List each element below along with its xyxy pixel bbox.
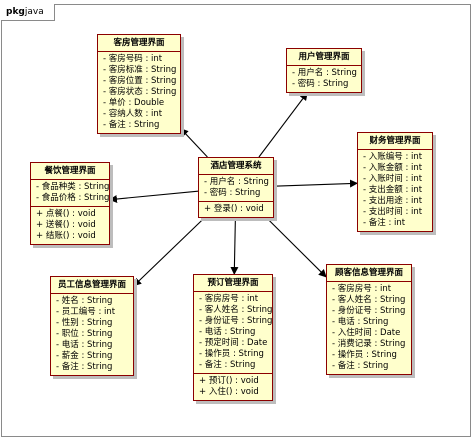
class-name: 餐饮管理界面	[31, 163, 109, 180]
class-box-hotel-system: 酒店管理系统- 用户名 : String- 密码 : String+ 登录() …	[198, 157, 274, 218]
class-attributes: - 入账编号 : int- 入账金额 : int- 入账时间 : int- 支出…	[358, 150, 432, 231]
class-attribute: - 电话 : String	[199, 327, 256, 337]
class-operation: + 结账() : void	[36, 231, 96, 241]
class-attribute: - 密码 : String	[204, 188, 261, 198]
class-attribute: - 支出金额 : int	[363, 185, 423, 195]
class-attributes: - 食品种类 : String- 食品价格 : String	[31, 180, 109, 206]
class-box-guest-ui: 顾客信息管理界面- 客房房号 : int- 客人姓名 : String- 身份证…	[326, 264, 412, 375]
class-box-catering-ui: 餐饮管理界面- 食品种类 : String- 食品价格 : String+ 点餐…	[30, 162, 110, 245]
class-attribute: - 用户名 : String	[292, 68, 357, 78]
class-attribute: - 电话 : String	[56, 340, 113, 350]
class-attribute: - 客房房号 : int	[199, 294, 259, 304]
class-operation: + 点餐() : void	[36, 209, 96, 219]
class-operations: + 登录() : void	[199, 201, 273, 217]
class-attribute: - 操作员 : String	[199, 349, 264, 359]
class-attribute: - 预定时间 : Date	[199, 338, 268, 348]
class-operation: + 入住() : void	[199, 387, 259, 397]
class-attribute: - 备注 : String	[103, 120, 160, 130]
class-attribute: - 用户名 : String	[204, 177, 269, 187]
class-name: 财务管理界面	[358, 133, 432, 150]
class-attribute: - 薪金 : String	[56, 351, 113, 361]
class-attribute: - 支出用途 : int	[363, 196, 423, 206]
class-operation: + 登录() : void	[204, 204, 264, 214]
class-attribute: - 备注 : String	[332, 361, 389, 371]
class-attribute: - 身份证号 : String	[199, 316, 273, 326]
class-box-room-ui: 客房管理界面- 客房号码 : int- 客房标准 : String- 客房位置 …	[97, 34, 181, 134]
package-name: java	[24, 7, 44, 17]
package-frame	[1, 4, 471, 437]
class-attribute: - 容纳人数 : int	[103, 109, 163, 119]
class-attribute: - 备注 : int	[363, 218, 406, 228]
class-attribute: - 备注 : String	[199, 360, 256, 370]
class-box-booking-ui: 预订管理界面- 客房房号 : int- 客人姓名 : String- 身份证号 …	[193, 274, 273, 401]
class-attribute: - 入账编号 : int	[363, 152, 423, 162]
class-operations: + 点餐() : void+ 送餐() : void+ 结账() : void	[31, 206, 109, 244]
class-attribute: - 客房状态 : String	[103, 87, 177, 97]
class-attribute: - 食品价格 : String	[36, 193, 110, 203]
class-attribute: - 食品种类 : String	[36, 182, 110, 192]
class-name: 预订管理界面	[194, 275, 272, 292]
class-attribute: - 客房号码 : int	[103, 54, 163, 64]
class-box-finance-ui: 财务管理界面- 入账编号 : int- 入账金额 : int- 入账时间 : i…	[357, 132, 433, 232]
package-keyword: pkg	[6, 7, 25, 17]
class-name: 用户管理界面	[287, 49, 361, 66]
package-tab: pkgjava	[1, 4, 55, 21]
class-attribute: - 单价 : Double	[103, 98, 165, 108]
class-attribute: - 入住时间 : Date	[332, 328, 401, 338]
class-attributes: - 姓名 : String- 员工编号 : int- 性别 : String- …	[51, 294, 133, 375]
association-arrow-finance-ui	[273, 179, 358, 188]
class-attributes: - 用户名 : String- 密码 : String	[199, 175, 273, 201]
class-attribute: - 客人姓名 : String	[332, 295, 406, 305]
class-attribute: - 客人姓名 : String	[199, 305, 273, 315]
class-attributes: - 用户名 : String- 密码 : String	[287, 66, 361, 92]
class-operation: + 送餐() : void	[36, 220, 96, 230]
class-attribute: - 支出时间 : int	[363, 207, 423, 217]
association-arrow-booking-ui	[230, 217, 239, 275]
class-attribute: - 入账时间 : int	[363, 174, 423, 184]
class-name: 员工信息管理界面	[51, 277, 133, 294]
class-attribute: - 性别 : String	[56, 318, 113, 328]
association-arrow-guest-ui	[266, 217, 327, 278]
class-attribute: - 客房标准 : String	[103, 65, 177, 75]
class-attribute: - 备注 : String	[56, 362, 113, 372]
class-attribute: - 消费记录 : String	[332, 339, 406, 349]
class-attributes: - 客房房号 : int- 客人姓名 : String- 身份证号 : Stri…	[194, 292, 272, 373]
association-arrow-room-ui	[180, 128, 208, 158]
class-attribute: - 姓名 : String	[56, 296, 113, 306]
class-attribute: - 身份证号 : String	[332, 306, 406, 316]
class-name: 酒店管理系统	[199, 158, 273, 175]
class-operation: + 预订() : void	[199, 376, 259, 386]
class-attribute: - 客房房号 : int	[332, 284, 392, 294]
class-attribute: - 电话 : String	[332, 317, 389, 327]
class-box-staff-ui: 员工信息管理界面- 姓名 : String- 员工编号 : int- 性别 : …	[50, 276, 134, 376]
class-attributes: - 客房号码 : int- 客房标准 : String- 客房位置 : Stri…	[98, 52, 180, 133]
class-box-user-ui: 用户管理界面- 用户名 : String- 密码 : String	[286, 48, 362, 93]
class-attribute: - 员工编号 : int	[56, 307, 116, 317]
class-operations: + 预订() : void+ 入住() : void	[194, 373, 272, 400]
class-attribute: - 密码 : String	[292, 79, 349, 89]
class-attribute: - 入账金额 : int	[363, 163, 423, 173]
class-attribute: - 操作员 : String	[332, 350, 397, 360]
class-attributes: - 客房房号 : int- 客人姓名 : String- 身份证号 : Stri…	[327, 282, 411, 374]
association-arrow-staff-ui	[133, 217, 205, 287]
class-attribute: - 职位 : String	[56, 329, 113, 339]
class-name: 客房管理界面	[98, 35, 180, 52]
class-attribute: - 客房位置 : String	[103, 76, 177, 86]
class-name: 顾客信息管理界面	[327, 265, 411, 282]
association-arrow-catering-ui	[109, 190, 199, 203]
association-arrow-user-ui	[258, 92, 308, 158]
